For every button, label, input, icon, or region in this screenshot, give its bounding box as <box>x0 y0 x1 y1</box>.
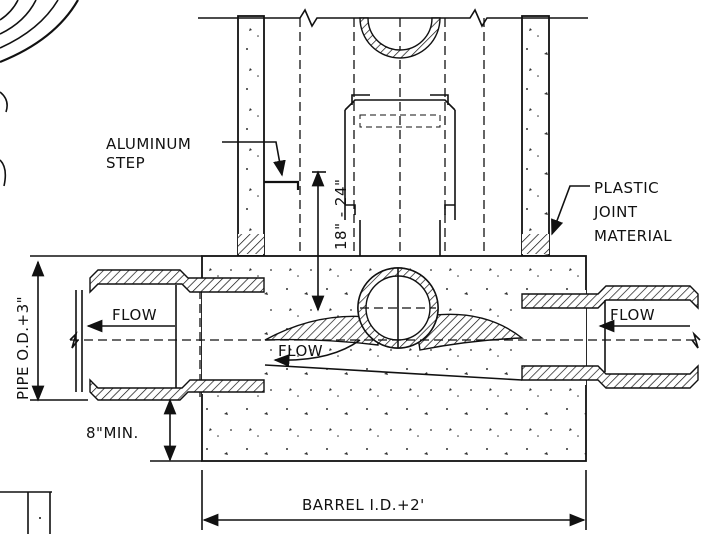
pipe-od-label: PIPE O.D.+3" <box>14 296 32 400</box>
detail-circle-fragment <box>0 0 79 187</box>
inlet-pipe-left <box>75 269 265 401</box>
cross-pipe <box>357 267 439 349</box>
leader-lines <box>222 141 590 236</box>
riser-wall-left <box>237 15 265 257</box>
flow-arrows <box>86 319 690 367</box>
flow-label-center: FLOW <box>278 342 323 360</box>
aluminum-step <box>264 180 300 190</box>
riser-wall-right <box>521 15 550 257</box>
flow-label-right: FLOW <box>610 306 655 324</box>
min-depth-label: 8"MIN. <box>86 424 139 442</box>
plastic-joint-label-line1: PLASTIC <box>594 179 659 197</box>
bottom-left-fragment <box>0 491 52 534</box>
channel-invert <box>264 313 524 381</box>
dimension-lines <box>30 170 587 530</box>
break-mark-right <box>691 331 701 349</box>
flow-label-left: FLOW <box>112 306 157 324</box>
plastic-joint-label-line3: MATERIAL <box>594 227 672 245</box>
step-spacing-label: 18" - 24" <box>332 179 350 250</box>
barrel-label: BARREL I.D.+2' <box>302 496 425 514</box>
plastic-joint-label-line2: JOINT <box>593 203 638 221</box>
break-mark-left <box>69 331 79 349</box>
aluminum-step-label-line2: STEP <box>106 154 145 172</box>
aluminum-step-label-line1: ALUMINUM <box>106 135 191 153</box>
outlet-pipe-right <box>521 285 699 389</box>
